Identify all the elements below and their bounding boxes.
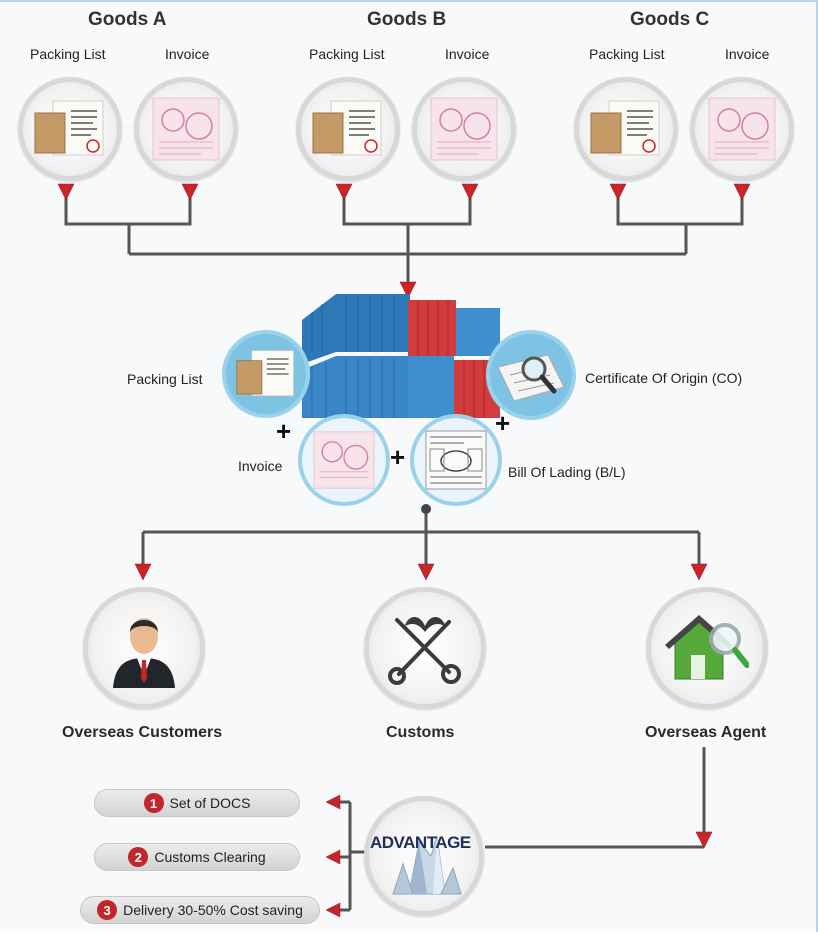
hub-packing-list-label: Packing List xyxy=(127,371,203,387)
hub-invoice-circle xyxy=(298,414,390,506)
packing-list-circle xyxy=(18,77,122,181)
invoice-circle xyxy=(690,77,794,181)
arrow-down-icon xyxy=(181,183,199,201)
customs-circle xyxy=(364,587,486,709)
goods-c-invoice-label: Invoice xyxy=(725,46,770,62)
arrow-down-icon xyxy=(609,183,627,201)
house-search-icon xyxy=(665,615,749,680)
advantage-label: ADVANTAGE xyxy=(370,833,471,852)
number-badge: 3 xyxy=(97,900,118,920)
customs-label: Customs xyxy=(386,724,455,741)
arrow-down-icon xyxy=(733,183,751,201)
invoice-circle xyxy=(412,77,516,181)
advantage-item-text: Customs Clearing xyxy=(154,849,266,865)
invoice-icon xyxy=(313,431,375,489)
customs-key-icon xyxy=(388,616,461,685)
number-badge: 2 xyxy=(128,847,149,867)
goods-a-title: Goods A xyxy=(88,9,167,30)
packing-list-circle xyxy=(574,77,678,181)
invoice-icon xyxy=(708,97,776,161)
magnifier-certificate-icon xyxy=(497,354,565,402)
arrow-down-icon xyxy=(335,183,353,201)
invoice-icon xyxy=(152,97,220,161)
arrow-left-icon xyxy=(325,794,341,810)
arrow-down-icon xyxy=(461,183,479,201)
advantage-circle xyxy=(364,796,484,916)
packing-list-circle xyxy=(296,77,400,181)
bill-of-lading-label: Bill Of Lading (B/L) xyxy=(508,464,626,480)
arrow-down-icon xyxy=(399,281,417,299)
invoice-icon xyxy=(430,97,498,161)
hub-packing-list-circle xyxy=(222,330,310,418)
arrow-down-icon xyxy=(417,563,435,581)
junction-dot xyxy=(421,504,431,514)
plus-sign: + xyxy=(276,416,292,446)
hub-invoice-label: Invoice xyxy=(238,458,283,474)
arrow-down-icon xyxy=(695,831,713,849)
goods-c-title: Goods C xyxy=(630,9,710,30)
advantage-item-set-of-docs: 1 Set of DOCS xyxy=(94,789,300,817)
arrow-down-icon xyxy=(134,563,152,581)
container-stack-icon xyxy=(302,294,500,418)
overseas-customers-circle xyxy=(83,587,205,709)
bill-of-lading-circle xyxy=(410,414,502,506)
plus-sign: + xyxy=(390,442,406,472)
crystal-icon xyxy=(392,835,462,895)
overseas-agent-label: Overseas Agent xyxy=(645,724,767,741)
arrow-left-icon xyxy=(325,902,341,918)
goods-b-packing-label: Packing List xyxy=(309,46,385,62)
packing-list-icon xyxy=(312,100,382,156)
goods-a-invoice-label: Invoice xyxy=(165,46,210,62)
bill-of-lading-icon xyxy=(425,430,487,490)
goods-b-title: Goods B xyxy=(367,9,447,30)
businessman-icon xyxy=(113,618,175,688)
arrow-down-icon xyxy=(57,183,75,201)
advantage-item-text: Delivery 30-50% Cost saving xyxy=(123,902,303,918)
advantage-item-customs-clearing: 2 Customs Clearing xyxy=(94,843,300,871)
goods-b-invoice-label: Invoice xyxy=(445,46,490,62)
arrow-left-icon xyxy=(325,849,341,865)
certificate-circle xyxy=(486,330,576,420)
overseas-agent-circle xyxy=(646,587,768,709)
packing-list-icon xyxy=(590,100,660,156)
plus-sign: + xyxy=(495,408,511,438)
invoice-circle xyxy=(134,77,238,181)
packing-list-icon xyxy=(236,350,294,397)
arrow-down-icon xyxy=(690,563,708,581)
advantage-item-text: Set of DOCS xyxy=(169,795,251,811)
advantage-item-delivery: 3 Delivery 30-50% Cost saving xyxy=(80,896,320,924)
number-badge: 1 xyxy=(143,793,164,813)
packing-list-icon xyxy=(34,100,104,156)
overseas-customers-label: Overseas Customers xyxy=(62,724,223,741)
certificate-label: Certificate Of Origin (CO) xyxy=(585,370,743,386)
goods-c-packing-label: Packing List xyxy=(589,46,665,62)
goods-a-packing-label: Packing List xyxy=(30,46,106,62)
